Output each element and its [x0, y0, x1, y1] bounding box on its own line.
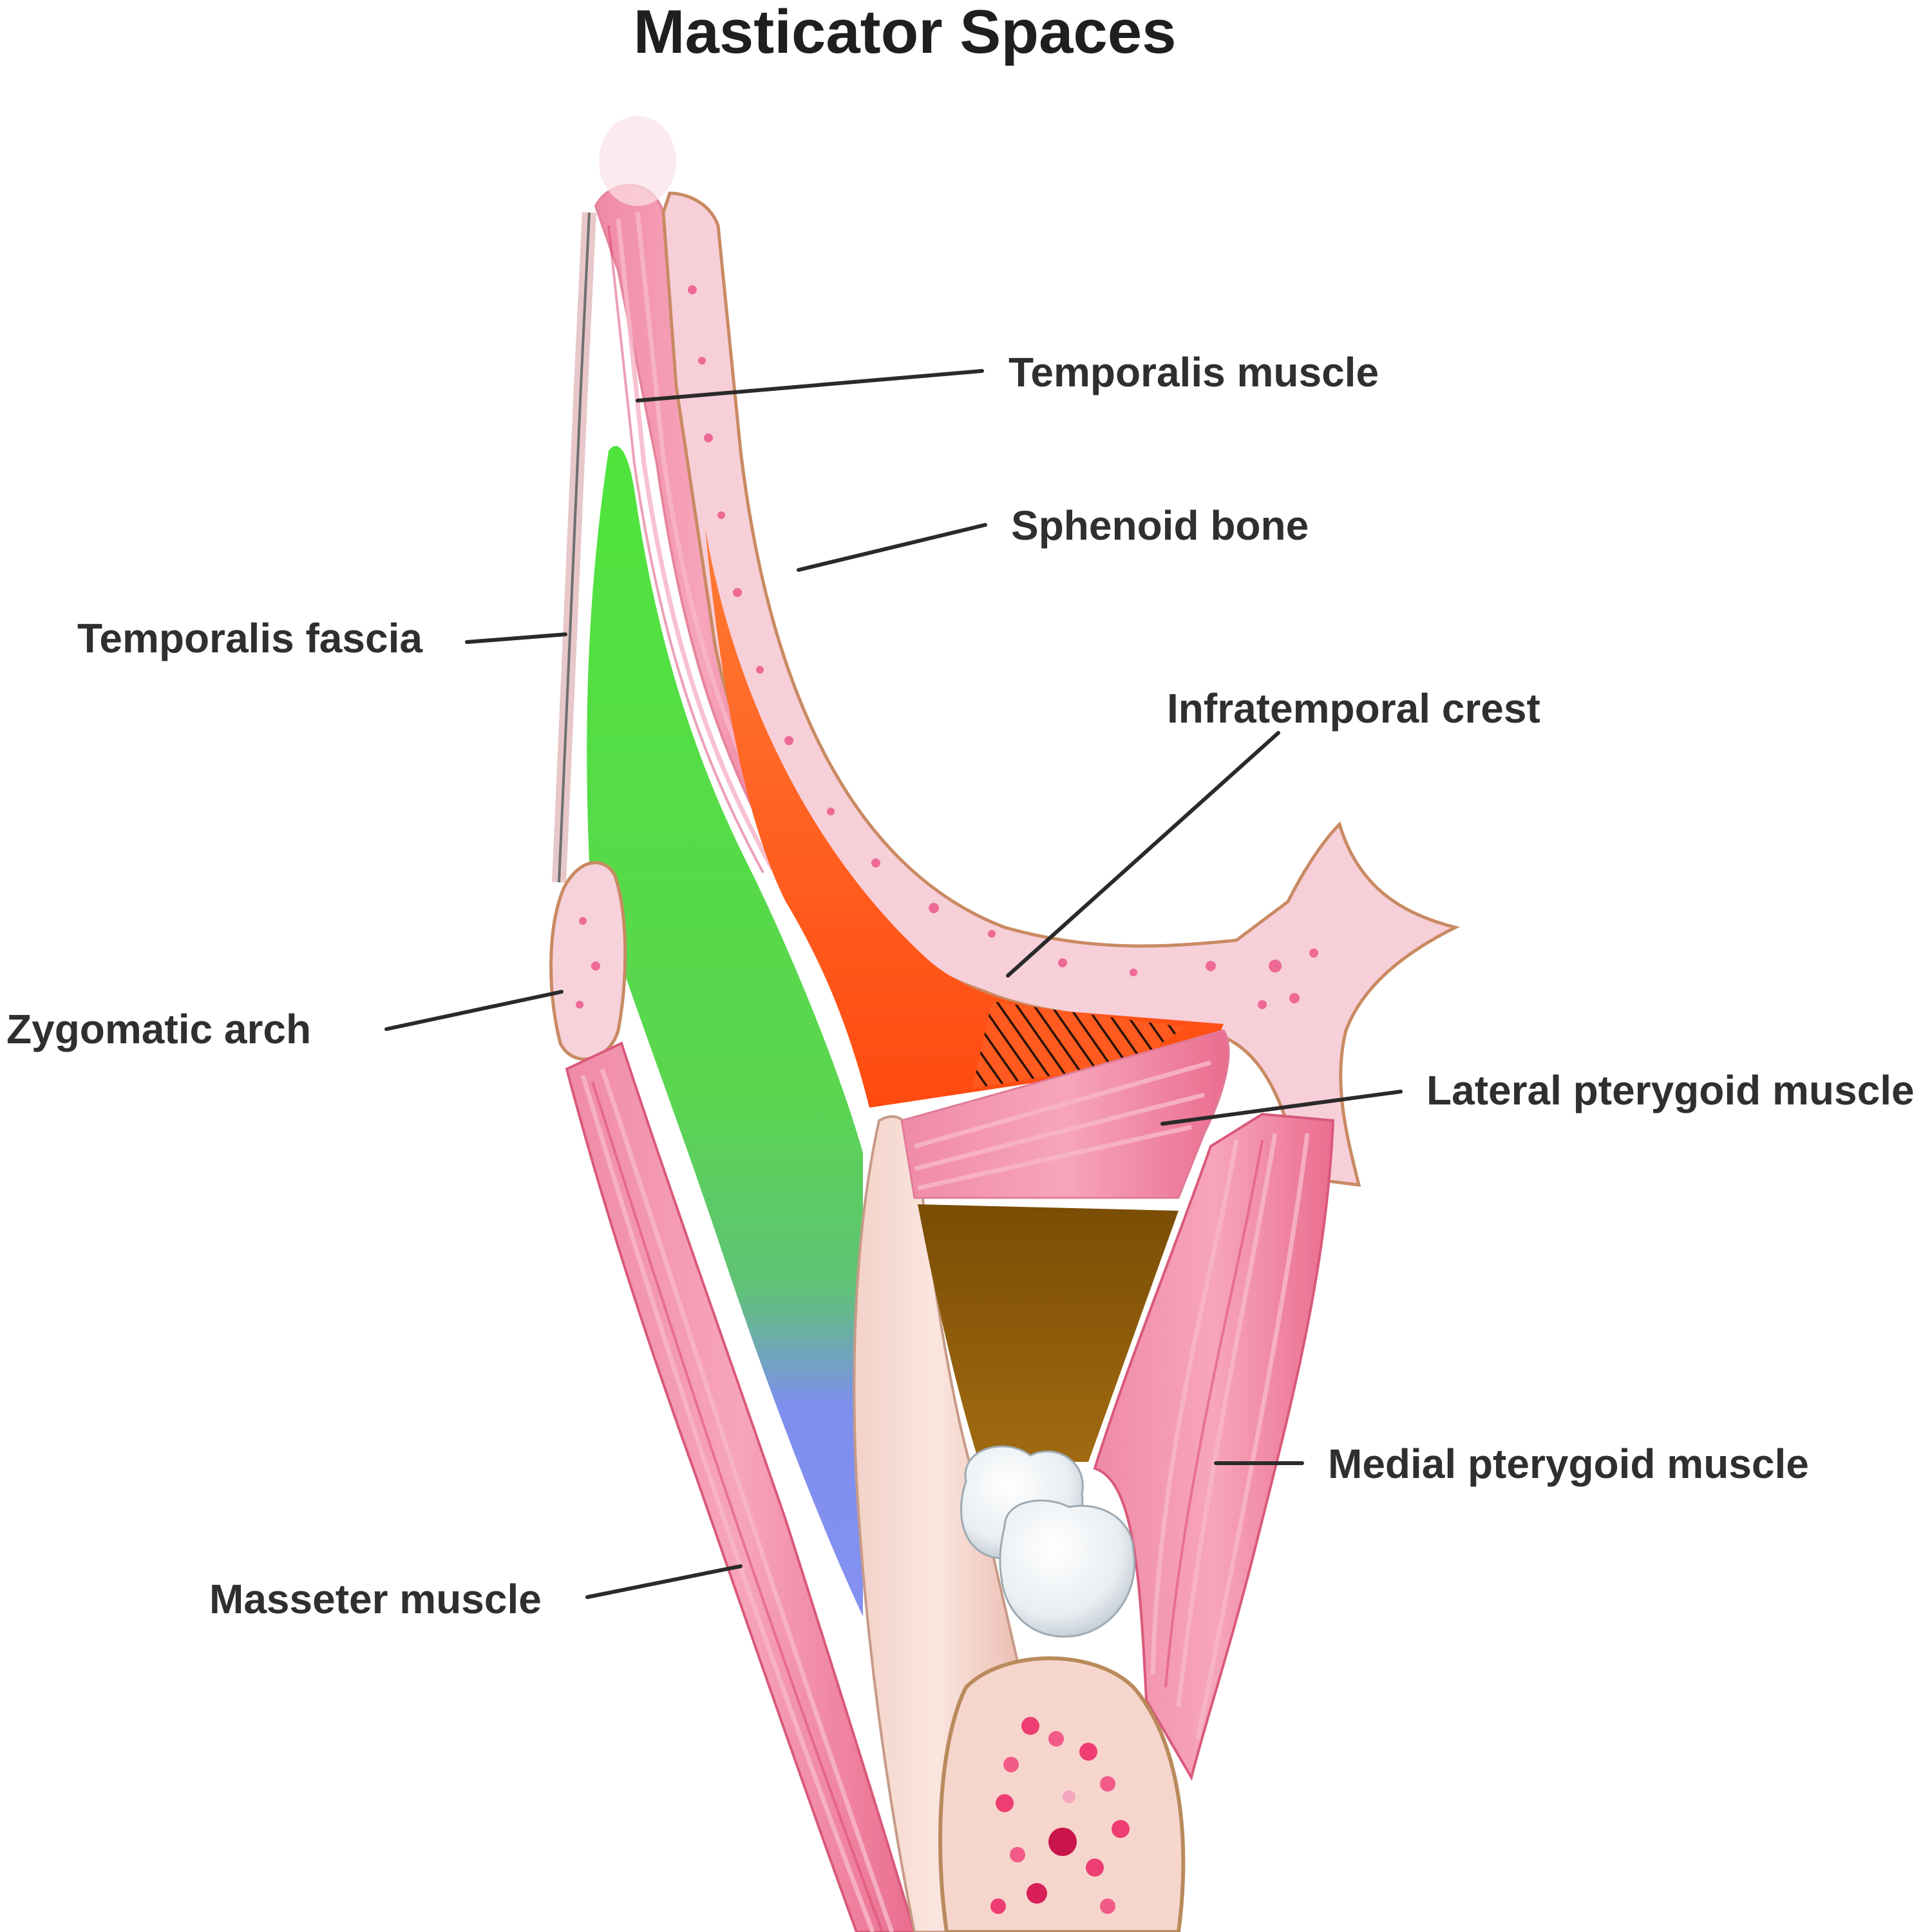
molar-teeth — [960, 1445, 1135, 1638]
superficial-temporal-space — [587, 446, 863, 1616]
mandible-body — [938, 1656, 1186, 1932]
leader-masseter-muscle — [585, 1564, 743, 1599]
label-masseter-muscle: Masseter muscle — [209, 1576, 542, 1622]
bone-marrow-dots — [688, 285, 1318, 1009]
deep-temporal-space — [705, 528, 1224, 1108]
leader-temporalis-muscle — [636, 369, 984, 402]
leader-sphenoid-bone — [797, 523, 987, 572]
label-infratemporal-crest: Infratemporal crest — [1167, 685, 1540, 732]
label-lateral-pterygoid-muscle: Lateral pterygoid muscle — [1426, 1067, 1915, 1113]
zygomatic-arch-shape — [549, 861, 627, 1061]
lateral-pterygoid-muscle-shape — [900, 1029, 1230, 1199]
label-zygomatic-arch: Zygomatic arch — [6, 1006, 311, 1052]
diagram-title: Masticator Spaces — [633, 0, 1176, 66]
mandible-marrow — [990, 1717, 1130, 1914]
leader-temporalis-fascia — [465, 632, 567, 644]
label-sphenoid-bone: Sphenoid bone — [1011, 502, 1309, 549]
label-medial-pterygoid-muscle: Medial pterygoid muscle — [1328, 1441, 1809, 1487]
label-temporalis-fascia: Temporalis fascia — [77, 615, 422, 661]
leader-lines — [384, 369, 1403, 1599]
label-temporalis-muscle: Temporalis muscle — [1009, 349, 1379, 395]
pterygoid-space — [918, 1204, 1179, 1462]
leader-lateral-pterygoid — [1160, 1090, 1403, 1126]
leader-infratemporal-crest — [1006, 731, 1280, 978]
sphenoid-bone-shape — [661, 191, 1461, 1187]
infratemporal-crest-hatch — [972, 1001, 1185, 1088]
leader-zygomatic-arch — [384, 990, 564, 1031]
labels: Temporalis muscle Sphenoid bone Temporal… — [6, 349, 1915, 1622]
anatomy-illustration — [549, 116, 1461, 1932]
